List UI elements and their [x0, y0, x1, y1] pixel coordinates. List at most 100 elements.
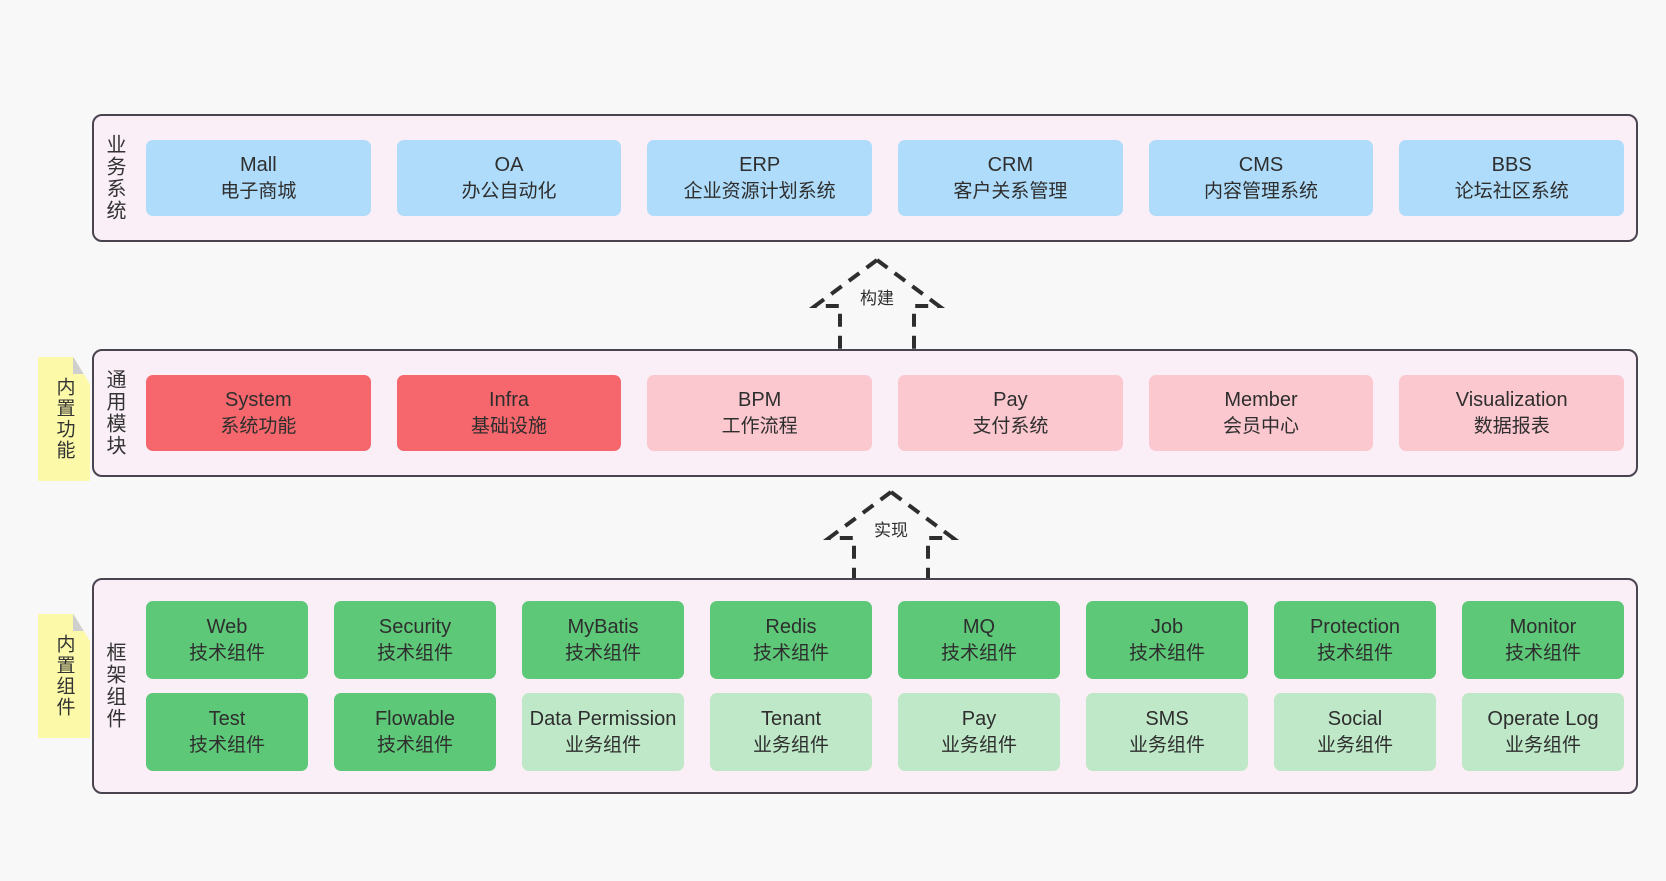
card-web[interactable]: Web 技术组件 — [146, 601, 308, 679]
card-flowable[interactable]: Flowable 技术组件 — [334, 693, 496, 771]
layer-common-modules-body: System 系统功能 Infra 基础设施 BPM 工作流程 Pay 支付系统… — [134, 351, 1636, 475]
card-system-subtitle: 系统功能 — [220, 415, 297, 437]
card-member-title: Member — [1224, 389, 1298, 412]
card-test-title: Test — [208, 708, 246, 731]
connector-implement-label: 实现 — [871, 521, 911, 541]
card-member-subtitle: 会员中心 — [1223, 415, 1300, 437]
card-mybatis[interactable]: MyBatis 技术组件 — [522, 601, 684, 679]
card-monitor-title: Monitor — [1509, 616, 1577, 639]
card-bpm-subtitle: 工作流程 — [721, 415, 798, 437]
card-cms[interactable]: CMS 内容管理系统 — [1148, 140, 1374, 216]
card-bbs-subtitle: 论坛社区系统 — [1454, 180, 1569, 202]
note-builtin-components: 内置组件 — [38, 614, 90, 738]
card-pay-module-subtitle: 支付系统 — [972, 415, 1049, 437]
card-oa[interactable]: OA 办公自动化 — [396, 140, 622, 216]
note-builtin-functions: 内置功能 — [38, 357, 90, 481]
card-oa-title: OA — [494, 154, 524, 177]
card-infra[interactable]: Infra 基础设施 — [396, 375, 622, 451]
framework-card-row-2: Test 技术组件 Flowable 技术组件 Data Permission … — [146, 693, 1624, 771]
card-social-title: Social — [1327, 708, 1383, 731]
card-visualization-title: Visualization — [1455, 389, 1568, 412]
card-flowable-title: Flowable — [374, 708, 456, 731]
connector-implement-arrow-icon — [822, 490, 960, 586]
card-mall-title: Mall — [240, 154, 277, 177]
connector-build: 构建 — [792, 254, 962, 354]
card-bbs[interactable]: BBS 论坛社区系统 — [1399, 140, 1625, 216]
modules-card-row: System 系统功能 Infra 基础设施 BPM 工作流程 Pay 支付系统… — [146, 375, 1625, 451]
card-pay-module[interactable]: Pay 支付系统 — [898, 375, 1123, 451]
card-sms[interactable]: SMS 业务组件 — [1086, 693, 1248, 771]
card-test[interactable]: Test 技术组件 — [146, 693, 308, 771]
card-mall[interactable]: Mall 电子商城 — [146, 140, 371, 216]
card-tenant[interactable]: Tenant 业务组件 — [710, 693, 872, 771]
layer-common-modules: 通用模块 System 系统功能 Infra 基础设施 BPM 工作流程 Pay… — [92, 349, 1638, 477]
layer-business-systems-body: Mall 电子商城 OA 办公自动化 ERP 企业资源计划系统 CRM 客户关系… — [134, 116, 1636, 240]
card-bpm-title: BPM — [738, 389, 782, 412]
card-social[interactable]: Social 业务组件 — [1274, 693, 1436, 771]
card-job[interactable]: Job 技术组件 — [1086, 601, 1248, 679]
connector-build-label: 构建 — [857, 289, 897, 309]
card-mq[interactable]: MQ 技术组件 — [898, 601, 1060, 679]
card-infra-subtitle: 基础设施 — [471, 415, 548, 437]
card-member[interactable]: Member 会员中心 — [1148, 375, 1374, 451]
card-security[interactable]: Security 技术组件 — [334, 601, 496, 679]
card-flowable-subtitle: 技术组件 — [376, 734, 453, 756]
card-oa-subtitle: 办公自动化 — [461, 180, 557, 202]
note-builtin-functions-text: 内置功能 — [53, 377, 75, 461]
card-sms-subtitle: 业务组件 — [1128, 734, 1205, 756]
card-monitor-subtitle: 技术组件 — [1504, 642, 1581, 664]
card-data-permission-title: Data Permission — [529, 708, 677, 731]
card-data-permission[interactable]: Data Permission 业务组件 — [522, 693, 684, 771]
card-pay-component[interactable]: Pay 业务组件 — [898, 693, 1060, 771]
card-web-subtitle: 技术组件 — [188, 642, 265, 664]
card-protection[interactable]: Protection 技术组件 — [1274, 601, 1436, 679]
card-cms-title: CMS — [1238, 154, 1284, 177]
card-sms-title: SMS — [1145, 708, 1189, 731]
layer-framework-components-body: Web 技术组件 Security 技术组件 MyBatis 技术组件 Redi… — [134, 580, 1636, 792]
connector-build-arrow-icon — [808, 258, 946, 354]
card-web-title: Web — [206, 616, 248, 639]
card-data-permission-subtitle: 业务组件 — [564, 734, 641, 756]
card-crm[interactable]: CRM 客户关系管理 — [898, 140, 1123, 216]
card-security-subtitle: 技术组件 — [376, 642, 453, 664]
note-fold-corner-icon — [73, 614, 90, 631]
connector-implement: 实现 — [806, 486, 976, 586]
layer-framework-components: 框架组件 Web 技术组件 Security 技术组件 MyBatis 技术组件… — [92, 578, 1638, 794]
card-erp-title: ERP — [739, 154, 781, 177]
card-test-subtitle: 技术组件 — [188, 734, 265, 756]
card-mybatis-subtitle: 技术组件 — [564, 642, 641, 664]
card-erp-subtitle: 企业资源计划系统 — [683, 180, 836, 202]
layer-business-systems: 业务系统 Mall 电子商城 OA 办公自动化 ERP 企业资源计划系统 CRM… — [92, 114, 1638, 242]
card-system[interactable]: System 系统功能 — [146, 375, 371, 451]
note-builtin-components-text: 内置组件 — [53, 634, 75, 718]
card-erp[interactable]: ERP 企业资源计划系统 — [647, 140, 873, 216]
card-operate-log-subtitle: 业务组件 — [1504, 734, 1581, 756]
card-mybatis-title: MyBatis — [567, 616, 639, 639]
card-job-title: Job — [1150, 616, 1184, 639]
card-infra-title: Infra — [488, 389, 530, 412]
card-redis[interactable]: Redis 技术组件 — [710, 601, 872, 679]
card-pay-component-title: Pay — [961, 708, 997, 731]
card-bbs-title: BBS — [1491, 154, 1532, 177]
card-mall-subtitle: 电子商城 — [220, 180, 297, 202]
card-visualization-subtitle: 数据报表 — [1473, 415, 1550, 437]
layer-framework-components-label: 框架组件 — [103, 642, 125, 730]
card-monitor[interactable]: Monitor 技术组件 — [1462, 601, 1624, 679]
card-system-title: System — [224, 389, 292, 412]
card-redis-subtitle: 技术组件 — [752, 642, 829, 664]
card-pay-module-title: Pay — [993, 389, 1028, 412]
card-bpm[interactable]: BPM 工作流程 — [647, 375, 873, 451]
card-redis-title: Redis — [765, 616, 817, 639]
card-security-title: Security — [378, 616, 452, 639]
card-cms-subtitle: 内容管理系统 — [1204, 180, 1319, 202]
card-visualization[interactable]: Visualization 数据报表 — [1399, 375, 1625, 451]
card-mq-subtitle: 技术组件 — [940, 642, 1017, 664]
business-card-row: Mall 电子商城 OA 办公自动化 ERP 企业资源计划系统 CRM 客户关系… — [146, 140, 1625, 216]
card-operate-log[interactable]: Operate Log 业务组件 — [1462, 693, 1624, 771]
layer-common-modules-label: 通用模块 — [103, 369, 125, 457]
card-protection-subtitle: 技术组件 — [1316, 642, 1393, 664]
card-tenant-subtitle: 业务组件 — [752, 734, 829, 756]
card-crm-title: CRM — [987, 154, 1034, 177]
card-job-subtitle: 技术组件 — [1128, 642, 1205, 664]
card-protection-title: Protection — [1309, 616, 1401, 639]
